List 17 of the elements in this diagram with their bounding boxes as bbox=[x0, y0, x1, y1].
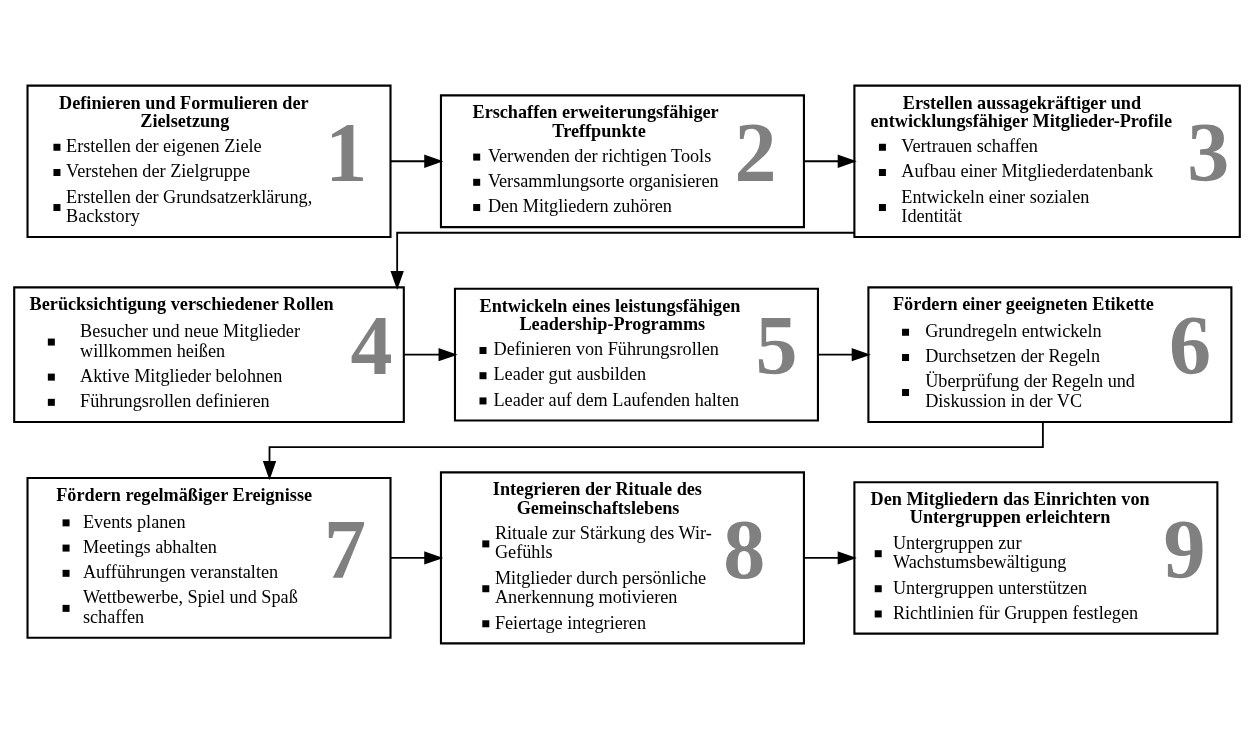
arrow bbox=[390, 551, 444, 565]
node-box: Fördern regelmäßiger Ereignisse Events planen Meetings abhalten Aufführungen veranstalten Wettbewerbe, Spiel und Spaß schaffen 7 bbox=[26, 476, 392, 639]
node-box: Den Mitgliedern das Einrichten von Untergruppen erleichtern Untergruppen zur Wachstumsbewältigung Untergruppen unterstützen Richtlinien für Gruppen festlegen 9 bbox=[853, 481, 1219, 635]
arrow bbox=[390, 154, 444, 168]
node-box: Definieren und Formulieren der Zielsetzung Erstellen der eigenen Ziele Verstehen der Zielgruppe Erstellen der Grundsatzerklärung, Backstory 1 bbox=[26, 84, 392, 238]
arrow bbox=[817, 348, 871, 362]
arrow bbox=[403, 348, 458, 362]
node-box: Integrieren der Rituale des Gemeinschaftslebens Rituale zur Stärkung des Wir-Gefühls Mitglieder durch persönliche Anerkennung motivieren Feiertage integrieren 8 bbox=[439, 471, 805, 645]
node-box: Fördern einer geeigneten Etikette Grundregeln entwickeln Durchsetzen der Regeln Überprüfung der Regeln und Diskussion in der VC 6 bbox=[867, 286, 1233, 423]
node-box: Berücksichtigung verschiedener Rollen Besucher und neue Mitglieder willkommen heißen Aktive Mitglieder belohnen Führungsrollen definieren 4 bbox=[13, 286, 405, 423]
arrow bbox=[262, 421, 1044, 481]
node-box: Erschaffen erweiterungsfähiger Treffpunkte Verwenden der richtigen Tools Versammlungsorte organisieren Den Mitgliedern zuhören 2 bbox=[439, 94, 805, 229]
arrow bbox=[803, 551, 857, 565]
arrow bbox=[803, 154, 857, 168]
node-box: Erstellen aussagekräftiger und entwicklungsfähiger Mitglieder-Profile Vertrauen schaffen Aufbau einer Mitgliederdatenbank Entwickeln einer sozialen Identität 3 bbox=[853, 84, 1241, 238]
node-box: Entwickeln eines leistungsfähigen Leadership-Programms Definieren von Führungsrollen Leader gut ausbilden Leader auf dem Laufenden halten 5 bbox=[453, 287, 819, 422]
arrow bbox=[390, 231, 856, 291]
